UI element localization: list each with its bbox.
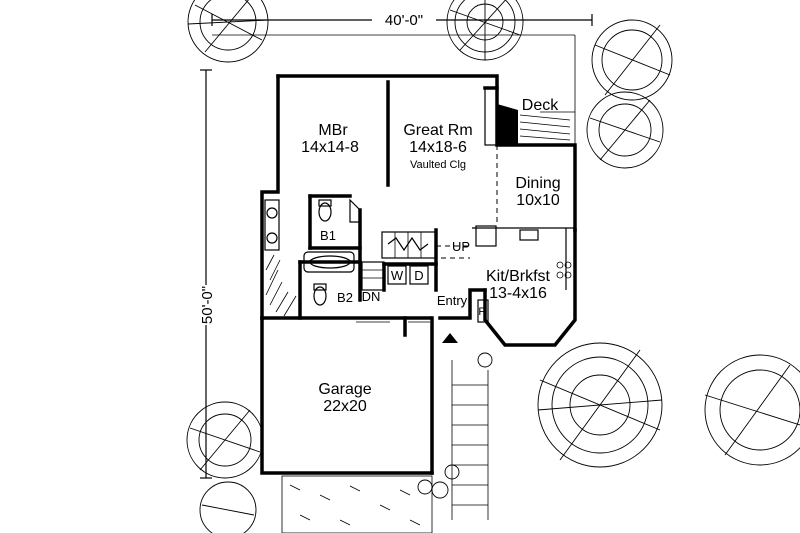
kitchen-label: Kit/Brkfst bbox=[486, 268, 551, 285]
tree-right-lower bbox=[537, 342, 663, 468]
width-dimension: 40'-0" bbox=[385, 12, 423, 29]
dining-size: 10x10 bbox=[516, 192, 560, 209]
driveway bbox=[281, 475, 433, 533]
kitchen-size: 13-4x16 bbox=[489, 285, 547, 302]
tree-bottom-far-left bbox=[199, 481, 257, 533]
tree-top-left bbox=[187, 0, 269, 63]
pantry-label: P bbox=[478, 306, 485, 318]
garage-label: Garage bbox=[318, 381, 371, 398]
great-room-note: Vaulted Clg bbox=[410, 159, 466, 171]
stairs-down-label: DN bbox=[362, 289, 381, 304]
deck-label: Deck bbox=[522, 97, 559, 114]
dryer-label: D bbox=[414, 268, 423, 283]
entry-label: Entry bbox=[437, 293, 468, 308]
garage-size: 22x20 bbox=[323, 398, 367, 415]
kitchen-fixtures bbox=[475, 225, 572, 323]
great-room-size: 14x18-6 bbox=[409, 139, 467, 156]
great-room-label: Great Rm bbox=[403, 122, 472, 139]
tree-right-edge bbox=[704, 354, 800, 466]
dining-label: Dining bbox=[515, 175, 560, 192]
mbr-size: 14x14-8 bbox=[301, 139, 359, 156]
bath-fixtures bbox=[264, 198, 361, 317]
tree-right-upper bbox=[591, 19, 673, 101]
stairs bbox=[361, 231, 437, 291]
b1-label: B1 bbox=[320, 228, 336, 243]
depth-dimension: 50'-0" bbox=[199, 286, 216, 324]
entry-walk bbox=[356, 321, 489, 520]
laundry bbox=[387, 265, 429, 285]
mbr-label: MBr bbox=[318, 122, 348, 139]
washer-label: W bbox=[391, 268, 404, 283]
tree-right-mid bbox=[586, 91, 664, 169]
dimension-lines bbox=[200, 14, 593, 479]
tree-top-center bbox=[446, 0, 524, 61]
stairs-up-label: UP bbox=[452, 239, 470, 254]
tree-bottom-left bbox=[186, 401, 264, 479]
deck bbox=[484, 60, 576, 146]
b2-label: B2 bbox=[337, 290, 353, 305]
